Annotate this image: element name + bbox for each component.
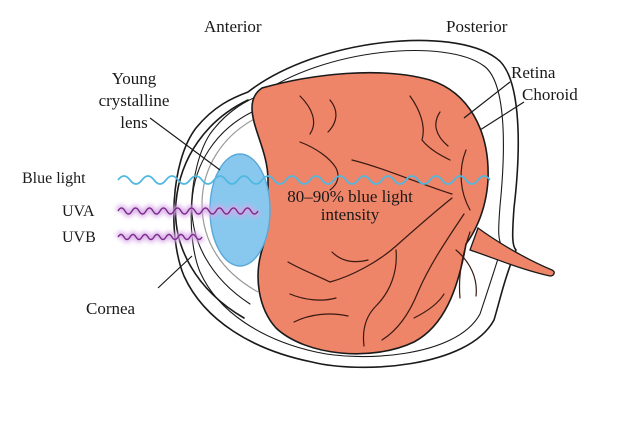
posterior-label: Posterior bbox=[446, 17, 508, 36]
uvb-label: UVB bbox=[62, 229, 96, 246]
optic-nerve bbox=[469, 226, 555, 277]
retina-leader bbox=[463, 81, 511, 119]
cornea-label: Cornea bbox=[86, 299, 136, 318]
uva-wave bbox=[117, 207, 259, 215]
retina bbox=[251, 71, 489, 355]
sclera-outer bbox=[173, 39, 519, 369]
uva-label: UVA bbox=[62, 203, 95, 220]
retina-label: Retina bbox=[511, 63, 556, 82]
lens-label-line1: Young bbox=[112, 69, 157, 88]
lens-label-line3: lens bbox=[120, 113, 147, 132]
intensity-label-line1: 80–90% blue light bbox=[287, 187, 413, 206]
retinal-vessels bbox=[287, 95, 477, 347]
blue-light-wave bbox=[117, 175, 491, 185]
anterior-chamber bbox=[201, 117, 259, 293]
uvb-wave bbox=[117, 233, 203, 241]
choroid-label: Choroid bbox=[522, 85, 578, 104]
anterior-label: Anterior bbox=[204, 17, 262, 36]
blue-light-label: Blue light bbox=[22, 170, 86, 187]
lens-label-line2: crystalline bbox=[99, 91, 170, 110]
intensity-label-line2: intensity bbox=[321, 205, 380, 224]
cornea-outer bbox=[174, 99, 249, 319]
choroid-leader bbox=[479, 101, 525, 131]
lens-leader bbox=[149, 117, 221, 171]
sclera-middle bbox=[190, 49, 504, 358]
cornea-inner bbox=[191, 111, 253, 305]
cornea-leader bbox=[157, 255, 193, 289]
